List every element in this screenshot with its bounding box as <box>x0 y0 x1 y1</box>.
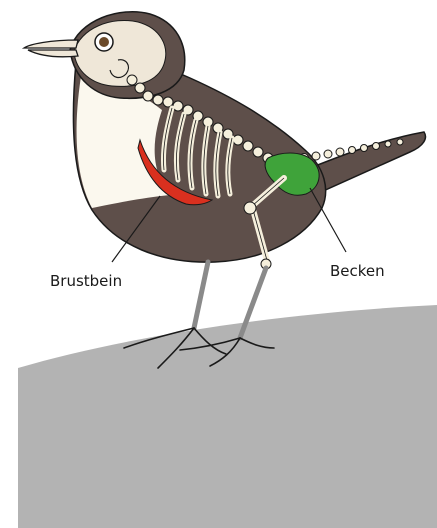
ground-surface <box>18 305 437 528</box>
bird-eye-pupil <box>99 37 109 47</box>
pelvis-label: Becken <box>330 262 385 280</box>
bird-beak <box>24 40 78 48</box>
sternum-label: Brustbein <box>50 272 122 290</box>
knee-joint <box>244 202 256 214</box>
bird-beak-lower <box>28 50 78 57</box>
pelvis-callout-line <box>310 188 346 252</box>
